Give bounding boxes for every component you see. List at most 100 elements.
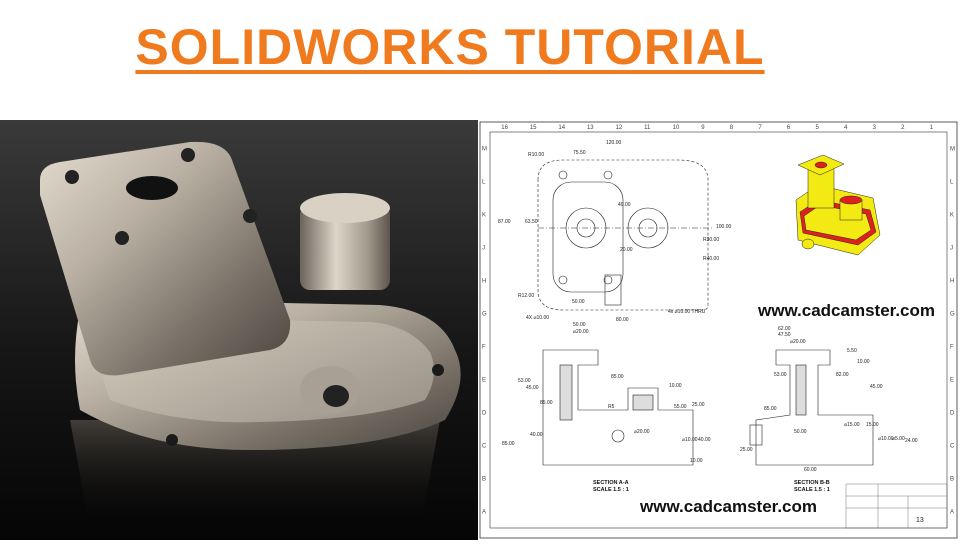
section-a-view — [542, 349, 694, 466]
flange-hole-4 — [243, 209, 257, 223]
column-label: 14 — [558, 125, 565, 131]
sheet-inner-border — [489, 131, 948, 529]
page-title: SOLIDWORKS TUTORIAL — [135, 19, 765, 75]
part-render-panel — [0, 120, 478, 540]
watermark-top: www.cadcamster.com — [758, 301, 936, 320]
section-b-outline — [755, 349, 874, 466]
floor-reflection — [70, 420, 440, 530]
dim-a-6: 85.00 — [611, 374, 624, 380]
dim-b-12: 15.00 — [866, 422, 879, 428]
dim-top-9: 20.00 — [620, 247, 633, 253]
section-a-outline — [542, 349, 694, 466]
iso-bore — [814, 161, 828, 169]
dim-b-14: ⌀5.00 — [892, 436, 905, 442]
row-label: F — [482, 345, 486, 351]
base-hole-1 — [166, 434, 178, 446]
dim-b-2: 47.50 — [778, 332, 791, 338]
section-a-hatch-2 — [632, 394, 654, 411]
dim-a-16: 40.00 — [698, 437, 711, 443]
column-label: 15 — [530, 125, 537, 131]
row-label: D — [950, 411, 955, 417]
dim-b-1: 62.00 — [778, 326, 791, 332]
section-a-scale: SCALE 1.5 : 1 — [593, 487, 629, 493]
row-label: H — [950, 279, 954, 285]
dim-a-10: 55.00 — [674, 404, 687, 410]
row-label: J — [950, 246, 953, 252]
dim-a-4: 53.00 — [518, 378, 531, 384]
section-b-view — [749, 349, 874, 466]
section-a-hatch-1 — [559, 364, 573, 421]
dim-a-7: 10.00 — [669, 383, 682, 389]
section-b-hatch — [795, 364, 807, 416]
square-flange — [40, 141, 291, 376]
iso-boss-top — [839, 195, 863, 205]
dim-top-10: R40.00 — [703, 256, 719, 262]
dim-b-7: 82.00 — [836, 372, 849, 378]
column-label: 4 — [844, 125, 848, 131]
watermark-bottom: www.cadcamster.com — [640, 497, 818, 516]
sheet-number: 13 — [916, 517, 924, 524]
dim-top-14: 4x ⌀10.00 THRU — [668, 309, 706, 315]
dim-a-2: ⌀20.00 — [573, 329, 589, 335]
section-a-caption: SECTION A-A — [593, 480, 629, 486]
top-view-hole-1 — [558, 170, 568, 180]
dim-a-14: ⌀20.00 — [634, 429, 650, 435]
top-view-hole-4 — [603, 275, 613, 285]
section-a-port — [611, 429, 625, 443]
housing-render-illustration — [40, 141, 461, 530]
column-label: 1 — [930, 125, 934, 131]
column-label: 5 — [815, 125, 819, 131]
title-block-frame — [845, 483, 948, 529]
dim-a-13: 85.00 — [502, 441, 515, 447]
dim-b-13: ⌀10.00 — [878, 436, 894, 442]
row-label: H — [482, 279, 486, 285]
row-label: B — [950, 477, 954, 483]
row-label: B — [482, 477, 486, 483]
central-bore — [126, 176, 178, 200]
column-label: 3 — [873, 125, 877, 131]
dim-b-5: 10.00 — [857, 359, 870, 365]
top-view-outline — [537, 159, 709, 311]
section-b-port — [749, 424, 763, 446]
column-label: 6 — [787, 125, 791, 131]
side-port-bore — [323, 385, 349, 407]
dim-a-1: 50.00 — [573, 322, 586, 328]
section-b-caption: SECTION B-B — [794, 480, 830, 486]
column-label: 2 — [901, 125, 905, 131]
row-label: E — [950, 378, 954, 384]
dim-top-1: 120.00 — [606, 140, 622, 146]
section-b-scale: SCALE 1.5 : 1 — [794, 487, 830, 493]
dim-top-2: 75.50 — [573, 150, 586, 156]
dim-a-17: 10.00 — [690, 458, 703, 464]
dim-a-12: 40.00 — [530, 432, 543, 438]
isometric-view — [795, 154, 881, 256]
dim-top-3: R10.00 — [528, 152, 544, 158]
dim-a-9: 85.00 — [540, 400, 553, 406]
dim-b-9: 85.00 — [764, 406, 777, 412]
row-label: M — [482, 147, 487, 153]
column-label: 12 — [616, 125, 623, 131]
flange-hole-2 — [181, 148, 195, 162]
dim-b-11: ⌀15.00 — [844, 422, 860, 428]
row-label: C — [482, 444, 487, 450]
top-view-hole-3 — [558, 275, 568, 285]
column-label: 11 — [644, 125, 651, 131]
dim-a-15: ⌀10.00 — [682, 437, 698, 443]
row-label: M — [950, 147, 955, 153]
row-label: J — [482, 246, 485, 252]
dim-top-11: R12.00 — [518, 293, 534, 299]
dim-top-4: 40.00 — [618, 202, 631, 208]
row-label: E — [482, 378, 486, 384]
row-label: D — [482, 411, 487, 417]
right-boss — [300, 205, 390, 290]
column-label: 8 — [730, 125, 734, 131]
dim-top-5: 87.00 — [498, 219, 511, 225]
top-view-hole-2 — [603, 170, 613, 180]
row-label: G — [482, 312, 487, 318]
column-label: 9 — [701, 125, 705, 131]
top-view — [537, 159, 713, 311]
dim-b-4: 5.50 — [847, 348, 857, 354]
